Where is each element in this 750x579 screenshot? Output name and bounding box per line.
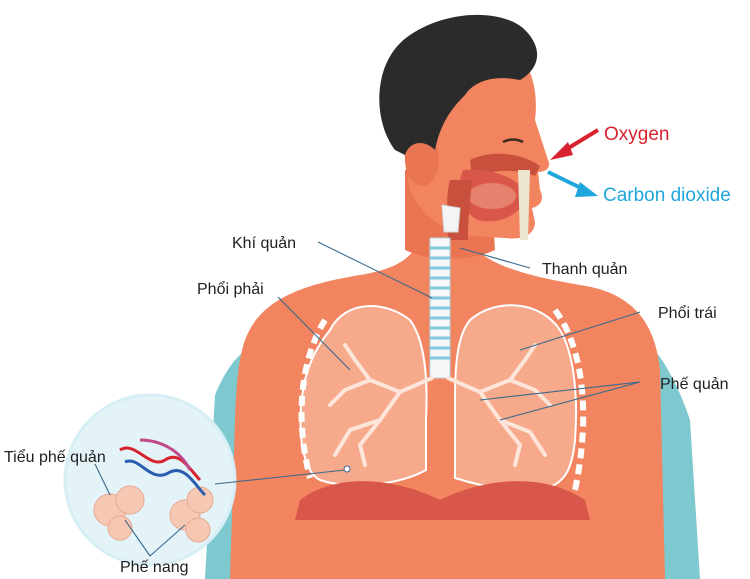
oxygen-arrow <box>550 130 598 160</box>
tieu-phe-quan-label: Tiểu phế quản <box>4 448 106 466</box>
tongue <box>468 183 516 209</box>
alveoli-inset <box>65 395 235 565</box>
khi-quan-label: Khí quản <box>232 235 296 252</box>
carbon-dioxide-label: Carbon dioxide <box>603 185 731 206</box>
phoi-phai-label: Phổi phải <box>197 280 264 298</box>
trachea <box>430 238 450 378</box>
phe-nang-label: Phế nang <box>120 559 189 576</box>
alveoli-pointer-dot <box>344 466 350 472</box>
larynx <box>442 205 460 232</box>
thanh-quan-label: Thanh quản <box>542 261 627 278</box>
teeth <box>518 170 530 240</box>
carbon-dioxide-arrow <box>548 172 598 197</box>
phe-quan-label: Phế quản <box>660 376 729 393</box>
oxygen-label: Oxygen <box>604 124 669 145</box>
phoi-trai-label: Phổi trái <box>658 304 717 322</box>
